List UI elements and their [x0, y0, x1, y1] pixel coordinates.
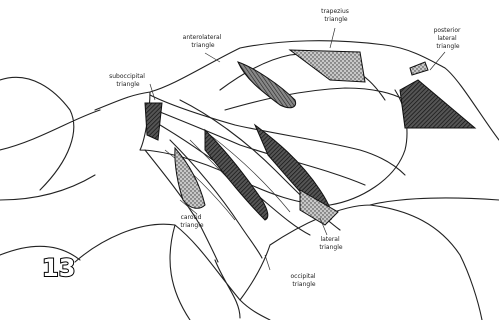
posterior-lateral-shading — [400, 80, 475, 128]
label-carotid-triangle: carotid triangle — [180, 214, 203, 229]
anterolateral-shading — [238, 62, 296, 108]
figure-number: 13 — [42, 254, 75, 282]
trapezius-triangle-shading — [290, 50, 365, 82]
stipple-ear — [410, 62, 428, 75]
suboccipital-shading — [145, 103, 162, 140]
label-lateral-triangle: lateral triangle — [319, 236, 342, 251]
leader-lines — [150, 28, 445, 270]
label-suboccipital-triangle: suboccipital triangle — [109, 73, 147, 88]
label-anterolateral-triangle: anterolateral triangle — [183, 34, 224, 49]
label-trapezius-triangle: trapezius triangle — [321, 8, 351, 23]
label-occipital-triangle: occipital triangle — [290, 273, 317, 288]
occipital-triangle-shading — [175, 148, 205, 208]
label-posterior-lateral-triangle: posterior lateral triangle — [434, 27, 463, 50]
